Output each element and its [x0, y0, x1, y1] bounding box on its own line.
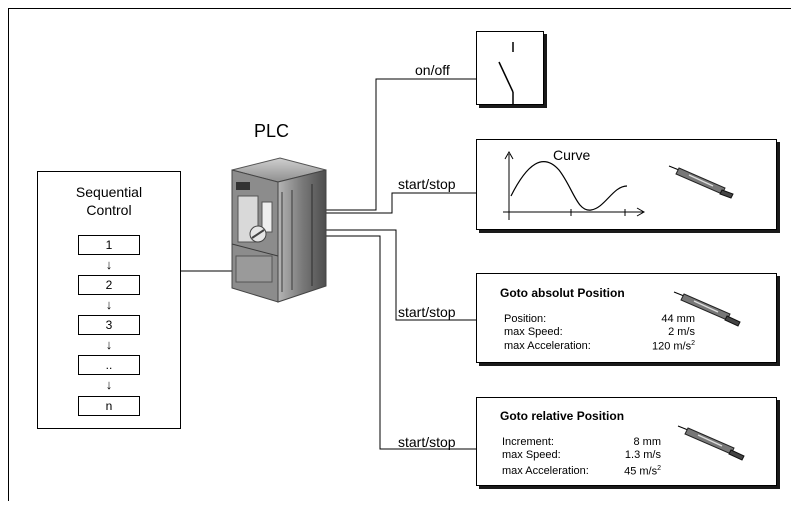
- absolute-row-position-value: 44 mm: [661, 313, 695, 325]
- sequence-step-2: 2: [78, 275, 140, 295]
- actuator-rod-icon: [677, 425, 745, 461]
- sequence-step-1: 1: [78, 235, 140, 255]
- relative-row-speed-value: 1.3 m/s: [624, 449, 661, 461]
- sequential-control-box: Sequential Control 1 ↓ 2 ↓ 3 ↓ .. ↓ n: [37, 171, 181, 429]
- sequential-title-line1: Sequential: [75, 184, 143, 200]
- down-arrow-icon: ↓: [105, 377, 113, 392]
- down-arrow-icon: ↓: [105, 297, 113, 312]
- down-arrow-icon: ↓: [105, 257, 113, 272]
- absolute-position-panel: Goto absolut Position Position: 44 mm ma…: [476, 273, 777, 363]
- switch-connector-line: [326, 78, 476, 211]
- diagram-frame: [8, 8, 791, 501]
- switch-icon: [498, 42, 514, 104]
- plc-device-image: [231, 157, 327, 303]
- relative-connector-line: [326, 235, 476, 450]
- actuator-rod-icon: [673, 291, 741, 327]
- relative-panel-title: Goto relative Position: [500, 409, 625, 423]
- relative-row-acceleration-value: 45 m/s2: [624, 465, 661, 478]
- curve-connector-line: [326, 192, 476, 214]
- sequence-step-dots: ..: [78, 355, 140, 375]
- down-arrow-icon: ↓: [105, 337, 113, 352]
- absolute-connection-label: start/stop: [398, 304, 456, 320]
- actuator-rod-icon: [668, 165, 734, 199]
- sequence-step-3: 3: [78, 315, 140, 335]
- switch-connection-label: on/off: [415, 62, 450, 78]
- absolute-panel-title: Goto absolut Position: [500, 286, 625, 300]
- relative-position-panel: Goto relative Position Increment: 8 mm m…: [476, 397, 777, 486]
- curve-title: Curve: [553, 147, 591, 163]
- sequence-step-n: n: [78, 396, 140, 416]
- curve-connection-label: start/stop: [398, 176, 456, 192]
- relative-row-increment-label: Increment:: [502, 436, 554, 448]
- absolute-row-acceleration-label: max Acceleration:: [504, 340, 591, 352]
- absolute-row-speed-label: max Speed:: [504, 326, 563, 338]
- sequential-title-line2: Control: [86, 202, 132, 218]
- absolute-row-acceleration-value: 120 m/s2: [651, 340, 695, 353]
- curve-graph: [503, 150, 646, 220]
- relative-row-speed-label: max Speed:: [502, 449, 561, 461]
- switch-box: [476, 31, 544, 105]
- absolute-row-position-label: Position:: [504, 313, 547, 325]
- relative-connection-label: start/stop: [398, 434, 456, 450]
- curve-panel: Curve: [476, 139, 777, 230]
- absolute-connector-line: [326, 229, 476, 321]
- relative-row-acceleration-label: max Acceleration:: [502, 465, 589, 477]
- plc-title: PLC: [254, 121, 290, 141]
- relative-row-increment-value: 8 mm: [633, 436, 662, 448]
- absolute-row-speed-value: 2 m/s: [668, 326, 695, 338]
